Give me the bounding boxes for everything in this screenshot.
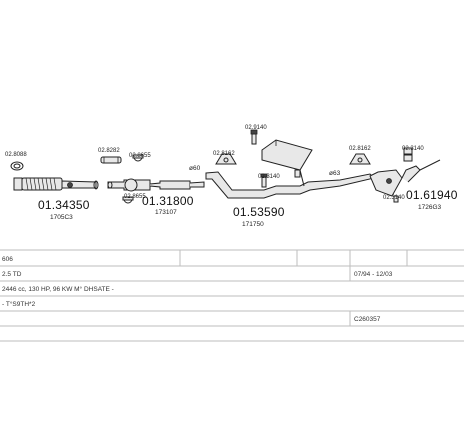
part-reference: 173107 [155, 209, 177, 216]
diameter-label: ø60 [189, 165, 201, 172]
hanger-icon [260, 173, 268, 188]
clamp-label: 02.3140 [383, 195, 405, 201]
part-front-pipe [10, 161, 99, 191]
part-number: 01.61940 [406, 188, 458, 202]
clamp-ring-icon [10, 161, 24, 171]
hanger-icon [294, 169, 301, 178]
part-rear-silencer [349, 147, 441, 203]
part-reference: 171750 [242, 221, 264, 228]
clamp-label: 02.8162 [213, 151, 235, 157]
hanger-icon [393, 195, 399, 203]
clamp-icon [132, 154, 144, 162]
note-cell: - T°S9TH*2 [2, 300, 36, 308]
flex-pipe-icon [13, 177, 99, 191]
clamp-label: 02.8655 [129, 153, 151, 159]
part-middle-silencer [100, 154, 205, 204]
part-reference: 1705C3 [50, 214, 73, 221]
clamp-label: 02.8655 [124, 194, 146, 200]
hanger-icon [403, 147, 413, 162]
part-number: 01.34350 [38, 198, 90, 212]
model-cell: 606 [2, 256, 13, 263]
clamp-label: 02.3140 [258, 174, 280, 180]
clamp-icon [122, 196, 134, 204]
clamp-icon [100, 156, 122, 164]
diameter-label: ø63 [329, 170, 341, 177]
vehicle-info-table [0, 249, 464, 342]
box-silencer-icon [261, 139, 313, 187]
rubber-mount-icon [349, 153, 371, 165]
clamp-label: 02.3140 [402, 146, 424, 152]
hanger-icon [250, 129, 258, 145]
rubber-mount-icon [215, 153, 237, 165]
part-reference: 1726G3 [418, 204, 442, 211]
part-intermediate-pipe [205, 129, 375, 199]
spec-cell: 2446 cc, 130 HP, 96 KW M° DHSATE - [2, 285, 114, 293]
code-cell: C260357 [354, 316, 381, 323]
part-number: 01.31800 [142, 194, 194, 208]
clamp-label: 02.9140 [245, 125, 267, 131]
part-number: 01.53590 [233, 205, 285, 219]
clamp-label: 02.8162 [349, 146, 371, 152]
clamp-label: 02.8088 [5, 152, 27, 158]
years-cell: 07/94 - 12/03 [354, 271, 393, 278]
engine-cell: 2.5 TD [2, 271, 22, 278]
clamp-label: 02.8282 [98, 148, 120, 154]
